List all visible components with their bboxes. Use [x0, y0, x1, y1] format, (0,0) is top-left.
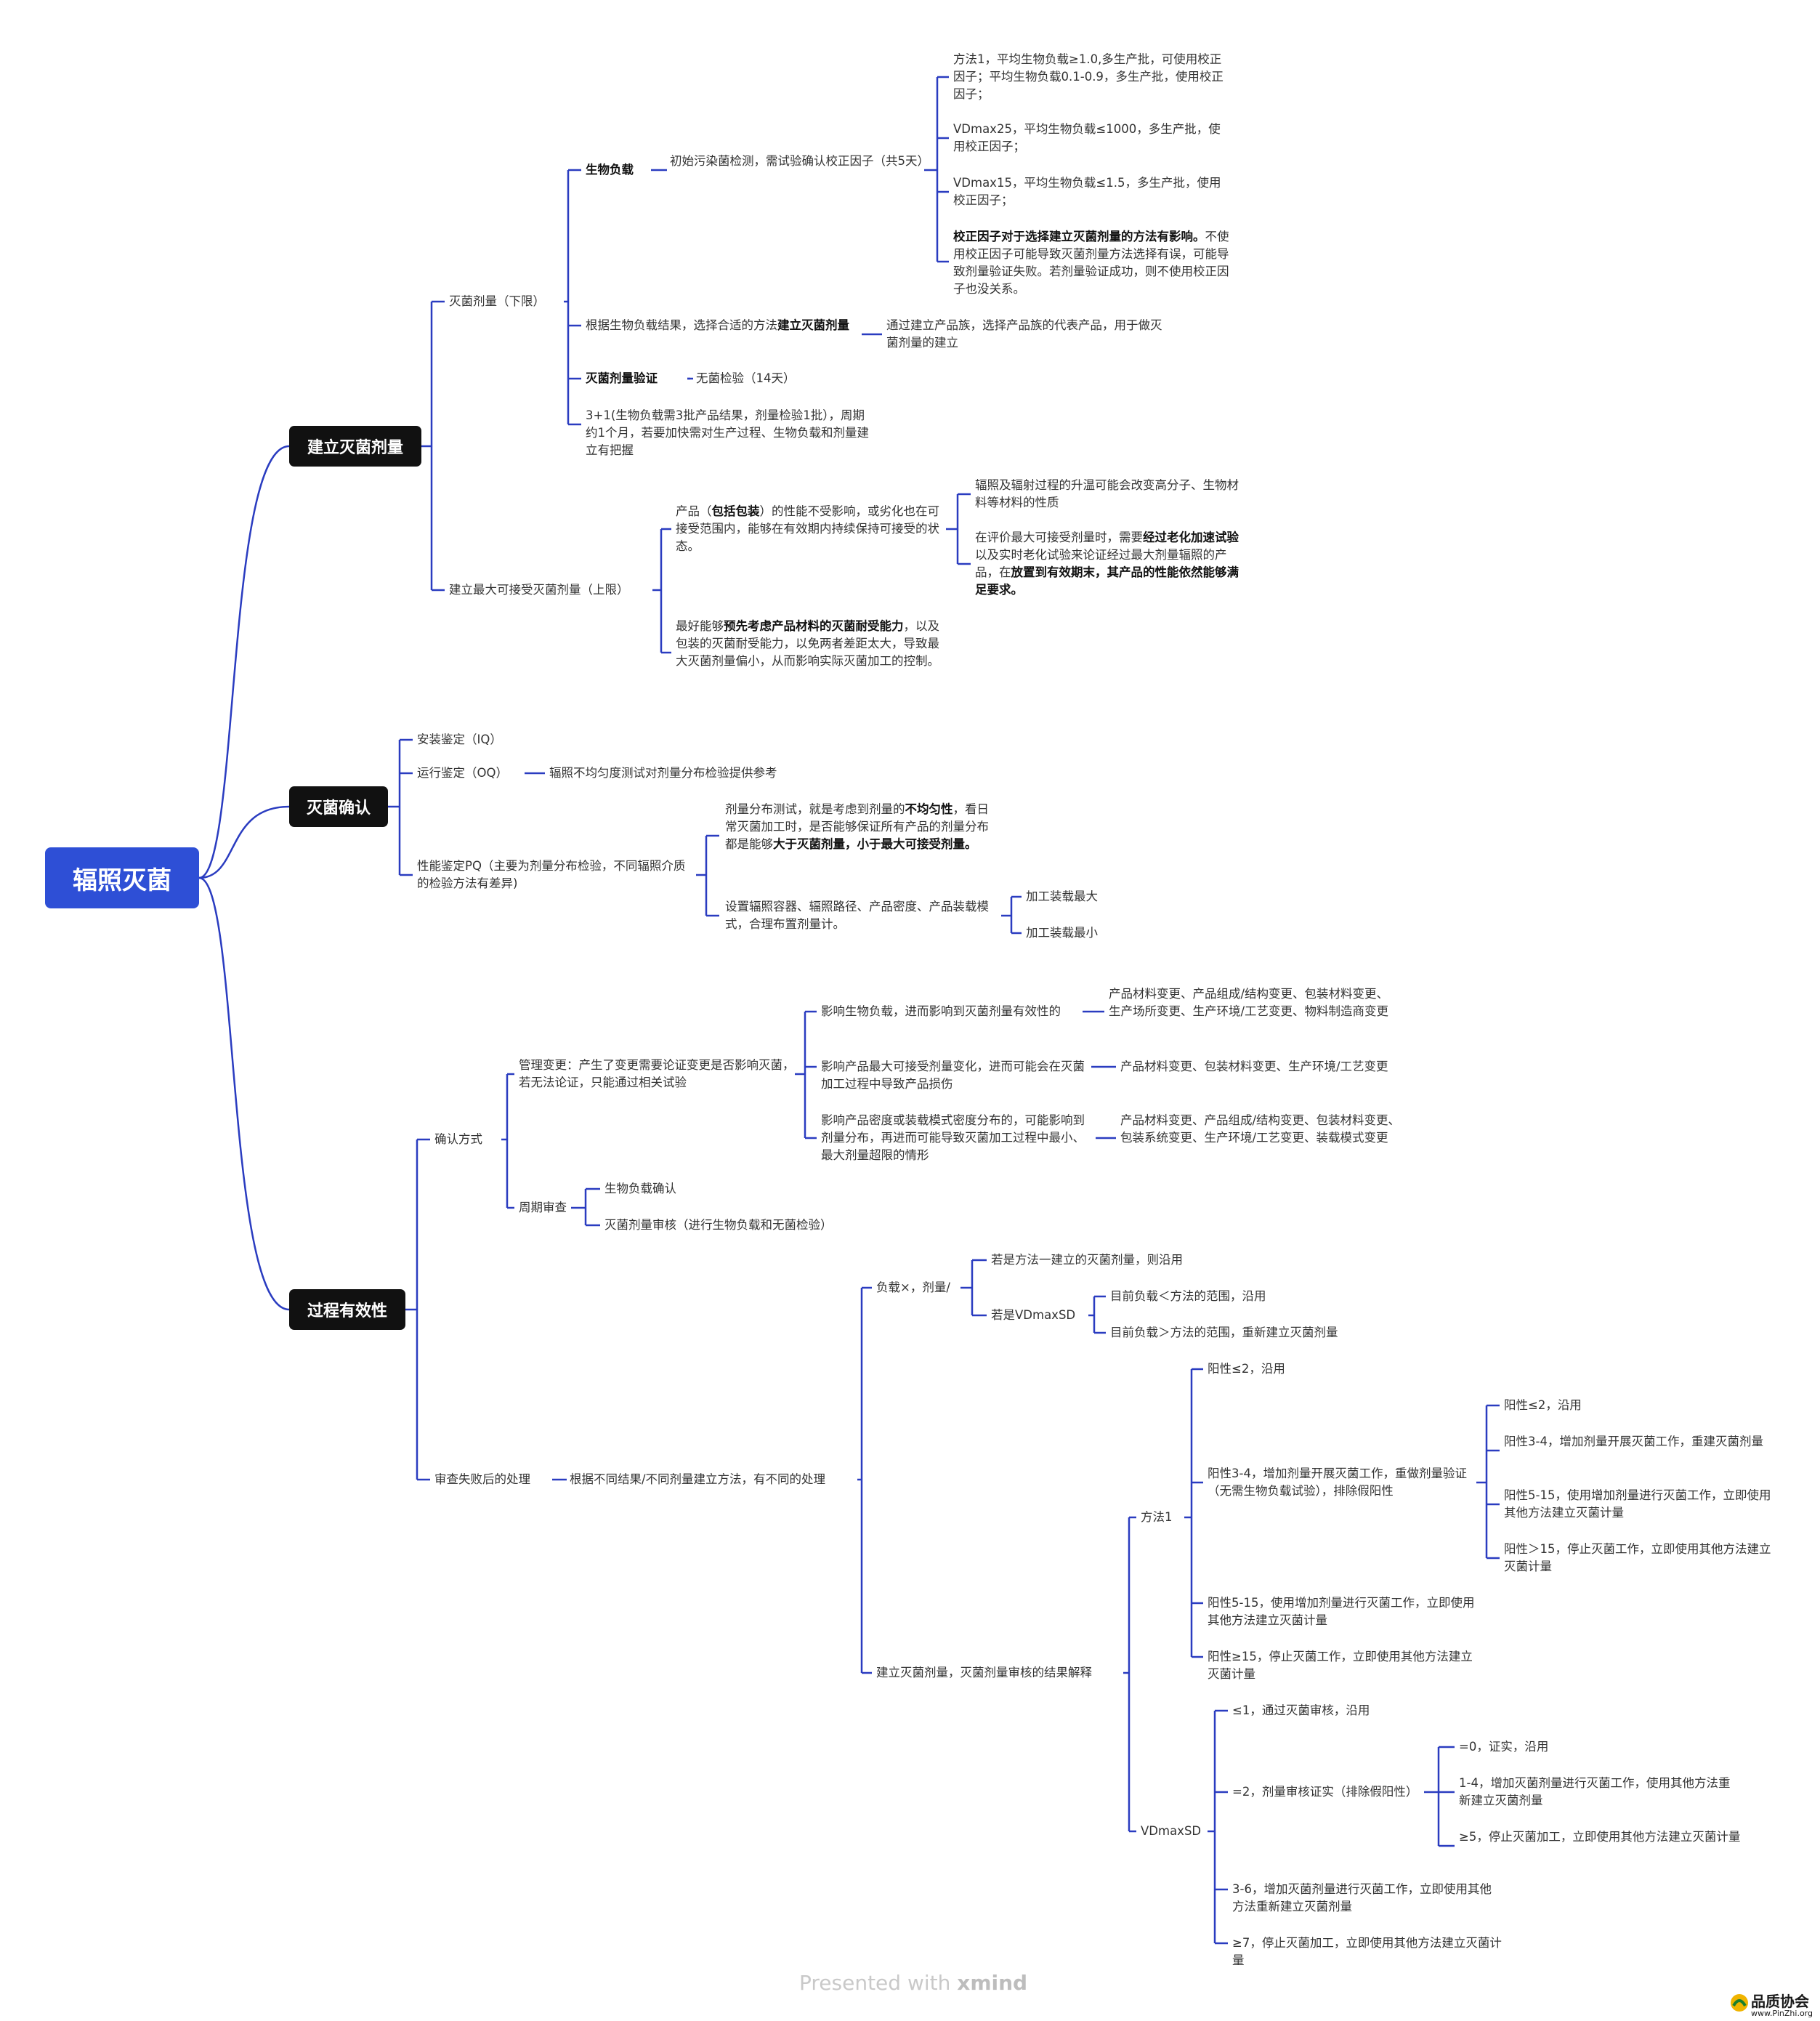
topic-radiation-heat[interactable]: 辐照及辐射过程的升温可能会改变高分子、生物材料等材料的性质: [975, 478, 1239, 509]
topic-dose-distribution[interactable]: 剂量分布测试，就是考虑到剂量的不均匀性，看日常灭菌加工时，是否能够保证所有产品的…: [725, 801, 995, 853]
topic-failure-handling[interactable]: 审查失败后的处理: [434, 1472, 530, 1486]
branch-establish-dose[interactable]: 建立灭菌剂量: [289, 426, 421, 467]
topic-correction-factor-note[interactable]: 校正因子对于选择建立灭菌剂量的方法有影响。不使用校正因子可能导致灭菌剂量方法选择…: [953, 228, 1231, 298]
topic-batch-requirement[interactable]: 3+1(生物负载需3批产品结果，剂量检验1批），周期约1个月，若要加快需对生产过…: [586, 408, 869, 457]
topic-change-max-dose[interactable]: 影响产品最大可接受剂量变化，进而可能会在灭菌加工过程中导致产品损伤: [821, 1060, 1085, 1091]
topic-r-le2[interactable]: 阳性≤2，沿用: [1504, 1398, 1582, 1412]
topic-bioburden-confirm[interactable]: 生物负载确认: [604, 1182, 676, 1195]
topic-material-tolerance[interactable]: 最好能够预先考虑产品材料的灭菌耐受能力，以及包装的灭菌耐受能力，以免两者差距太大…: [676, 618, 946, 670]
topic-method1[interactable]: 方法1: [1141, 1510, 1173, 1524]
topic-result-explain[interactable]: 建立灭菌剂量，灭菌剂量审核的结果解释: [876, 1666, 1092, 1679]
topic-vd-out-range[interactable]: 目前负载＞方法的范围，重新建立灭菌剂量: [1110, 1326, 1338, 1339]
topic-load-max[interactable]: 加工装载最大: [1026, 890, 1098, 903]
correction-factor-rest: 不使用校正因子可能导致灭菌剂量方法选择有误，可能导致剂量验证失败。若剂量验证成功…: [953, 230, 1229, 296]
topic-if-method1[interactable]: 若是方法一建立的灭菌剂量，则沿用: [991, 1253, 1183, 1267]
topic-aging-test[interactable]: 在评价最大可接受剂量时，需要经过老化加速试验以及实时老化试验来论证经过最大剂量辐…: [975, 529, 1250, 599]
topic-r-gt15[interactable]: 阳性＞15，停止灭菌工作，立即使用其他方法建立灭菌计量: [1504, 1542, 1771, 1573]
topic-select-method[interactable]: 根据生物负载结果，选择合适的方法建立灭菌剂量: [586, 317, 862, 334]
topic-r-34[interactable]: 阳性3-4，增加剂量开展灭菌工作，重建灭菌剂量: [1504, 1435, 1763, 1448]
branch-process-effectiveness[interactable]: 过程有效性: [289, 1289, 405, 1330]
topic-r-515[interactable]: 阳性5-15，使用增加剂量进行灭菌工作，立即使用其他方法建立灭菌计量: [1504, 1488, 1771, 1520]
aging-a: 在评价最大可接受剂量时，需要: [975, 531, 1143, 544]
topic-vdmax15[interactable]: VDmax15，平均生物负载≤1.5，多生产批，使用校正因子；: [953, 176, 1221, 207]
footer-brand: xmind: [957, 1971, 1028, 1995]
topic-m1-pos34[interactable]: 阳性3-4，增加剂量开展灭菌工作，重做剂量验证（无需生物负载试验），排除假阳性: [1208, 1467, 1467, 1498]
topic-m1-pos15[interactable]: 阳性≥15，停止灭菌工作，立即使用其他方法建立灭菌计量: [1208, 1650, 1473, 1681]
topic-v-eq2[interactable]: =2，剂量审核证实（排除假阳性）: [1232, 1785, 1418, 1799]
tolerance-b: 预先考虑产品材料的灭菌耐受能力: [724, 619, 904, 633]
topic-change-bioburden[interactable]: 影响生物负载，进而影响到灭菌剂量有效性的: [821, 1004, 1061, 1018]
topic-dose-audit[interactable]: 灭菌剂量审核（进行生物负载和无菌检验）: [604, 1218, 833, 1232]
topic-v-ge7[interactable]: ≥7，停止灭菌加工，立即使用其他方法建立灭菌计量: [1232, 1936, 1502, 1967]
topic-dose-upper[interactable]: 建立最大可接受灭菌剂量（上限）: [449, 583, 629, 597]
tolerance-a: 最好能够: [676, 619, 724, 633]
topic-bioburden-detail[interactable]: 初始污染菌检测，需试验确认校正因子（共5天）: [670, 154, 929, 168]
footer-presented-text: Presented with: [799, 1971, 951, 1995]
aging-b: 经过老化加速试验: [1143, 531, 1239, 544]
topic-load-min[interactable]: 加工装载最小: [1026, 926, 1098, 940]
topic-periodic-review[interactable]: 周期审查: [519, 1201, 567, 1214]
distribution-d: 大于灭菌剂量，小于最大可接受剂量。: [773, 837, 977, 851]
topic-m1-pos2[interactable]: 阳性≤2，沿用: [1208, 1362, 1285, 1376]
performance-a: 产品（: [676, 504, 712, 518]
topic-by-result[interactable]: 根据不同结果/不同剂量建立方法，有不同的处理: [570, 1472, 826, 1486]
performance-b: 包括包装: [711, 504, 760, 518]
topic-v-14[interactable]: 1-4，增加灭菌剂量进行灭菌工作，使用其他方法重新建立灭菌剂量: [1459, 1776, 1731, 1807]
topic-bioburden[interactable]: 生物负载: [586, 163, 634, 177]
topic-vd-in-range[interactable]: 目前负载＜方法的范围，沿用: [1110, 1289, 1266, 1303]
topic-sterility-test[interactable]: 无菌检验（14天）: [696, 371, 796, 385]
topic-vdmax25[interactable]: VDmax25，平均生物负载≤1000，多生产批，使用校正因子；: [953, 122, 1221, 153]
topic-product-performance[interactable]: 产品（包括包装）的性能不受影响，或劣化也在可接受范围内，能够在有效期内持续保持可…: [676, 503, 946, 555]
select-method-bold: 建立灭菌剂量: [777, 318, 849, 332]
topic-if-vdmax[interactable]: 若是VDmaxSD: [991, 1308, 1076, 1322]
root-topic[interactable]: 辐照灭菌: [45, 847, 199, 908]
distribution-c: ，看日常灭菌加工时，是否能够保证所有产品的剂量分布都是能够: [725, 802, 989, 851]
topic-change-bioburden-detail[interactable]: 产品材料变更、产品组成/结构变更、包装材料变更、生产场所变更、生产环境/工艺变更…: [1109, 987, 1389, 1018]
topic-v-36[interactable]: 3-6，增加灭菌剂量进行灭菌工作，立即使用其他方法重新建立灭菌剂量: [1232, 1882, 1492, 1913]
topic-confirm-method[interactable]: 确认方式: [434, 1132, 482, 1146]
topic-change-max-dose-detail[interactable]: 产品材料变更、包装材料变更、生产环境/工艺变更: [1120, 1060, 1388, 1073]
topic-v-0[interactable]: =0，证实，沿用: [1459, 1740, 1549, 1754]
topic-oq[interactable]: 运行鉴定（OQ）: [417, 766, 508, 780]
topic-oq-detail[interactable]: 辐照不均匀度测试对剂量分布检验提供参考: [549, 766, 777, 780]
topic-method1-bioburden[interactable]: 方法1，平均生物负载≥1.0,多生产批，可使用校正因子；平均生物负载0.1-0.…: [953, 52, 1224, 101]
topic-dose-lower[interactable]: 灭菌剂量（下限）: [449, 294, 545, 308]
watermark-name: 品质协会: [1751, 1993, 1809, 2010]
topic-v-le1[interactable]: ≤1，通过灭菌审核，沿用: [1232, 1703, 1370, 1717]
performance-c: ）的性能不受影响，或劣化也在可接受范围内，能够在有效期内持续保持可接受的状态。: [676, 504, 939, 553]
aging-d: 放置到有效期末，其产品的性能依然能够满足要求。: [975, 565, 1239, 597]
topic-product-family[interactable]: 通过建立产品族，选择产品族的代表产品，用于做灭菌剂量的建立: [886, 318, 1162, 350]
topic-iq[interactable]: 安装鉴定（IQ）: [417, 733, 502, 746]
distribution-b: 不均匀性: [905, 802, 953, 816]
branch-sterilization-validation[interactable]: 灭菌确认: [289, 786, 388, 827]
topic-change-density-detail[interactable]: 产品材料变更、产品组成/结构变更、包装材料变更、包装系统变更、生产环境/工艺变更…: [1120, 1113, 1401, 1145]
connector-line: [198, 805, 290, 879]
distribution-a: 剂量分布测试，就是考虑到剂量的: [725, 802, 905, 816]
aging-c: 以及实时老化试验来论证经过最大剂量辐照的产品，在: [975, 548, 1227, 579]
tolerance-c: ，以及包装的灭菌耐受能力，以免两者差距太大，导致最大灭菌剂量偏小，从而影响实际灭…: [676, 619, 939, 668]
topic-v-ge5[interactable]: ≥5，停止灭菌加工，立即使用其他方法建立灭菌计量: [1459, 1830, 1741, 1844]
topic-load-dose[interactable]: 负载×，剂量/: [876, 1280, 950, 1294]
topic-vdmaxsd[interactable]: VDmaxSD: [1141, 1824, 1202, 1838]
topic-dose-verification[interactable]: 灭菌剂量验证: [586, 371, 658, 385]
watermark-logo-icon: [1729, 1993, 1750, 2013]
correction-factor-bold: 校正因子对于选择建立灭菌剂量的方法有影响。: [953, 230, 1205, 243]
topic-change-management[interactable]: 管理变更：产生了变更需要论证变更是否影响灭菌，若无法论证，只能通过相关试验: [519, 1058, 795, 1089]
footer-presented-with: Presented with xmind: [799, 1971, 1027, 1995]
select-method-text: 根据生物负载结果，选择合适的方法: [586, 318, 777, 332]
watermark-url: www.PinZhi.org: [1751, 2009, 1813, 2018]
connector-line: [198, 445, 290, 879]
topic-change-density[interactable]: 影响产品密度或装载模式密度分布的，可能影响到剂量分布，再进而可能导致灭菌加工过程…: [821, 1113, 1085, 1162]
topic-m1-pos515[interactable]: 阳性5-15，使用增加剂量进行灭菌工作，立即使用其他方法建立灭菌计量: [1208, 1596, 1475, 1627]
topic-irradiation-setup[interactable]: 设置辐照容器、辐照路径、产品密度、产品装载模式，合理布置剂量计。: [725, 900, 989, 931]
topic-pq[interactable]: 性能鉴定PQ（主要为剂量分布检验，不同辐照介质的检验方法有差异): [417, 859, 686, 890]
connector-line: [198, 876, 290, 1311]
